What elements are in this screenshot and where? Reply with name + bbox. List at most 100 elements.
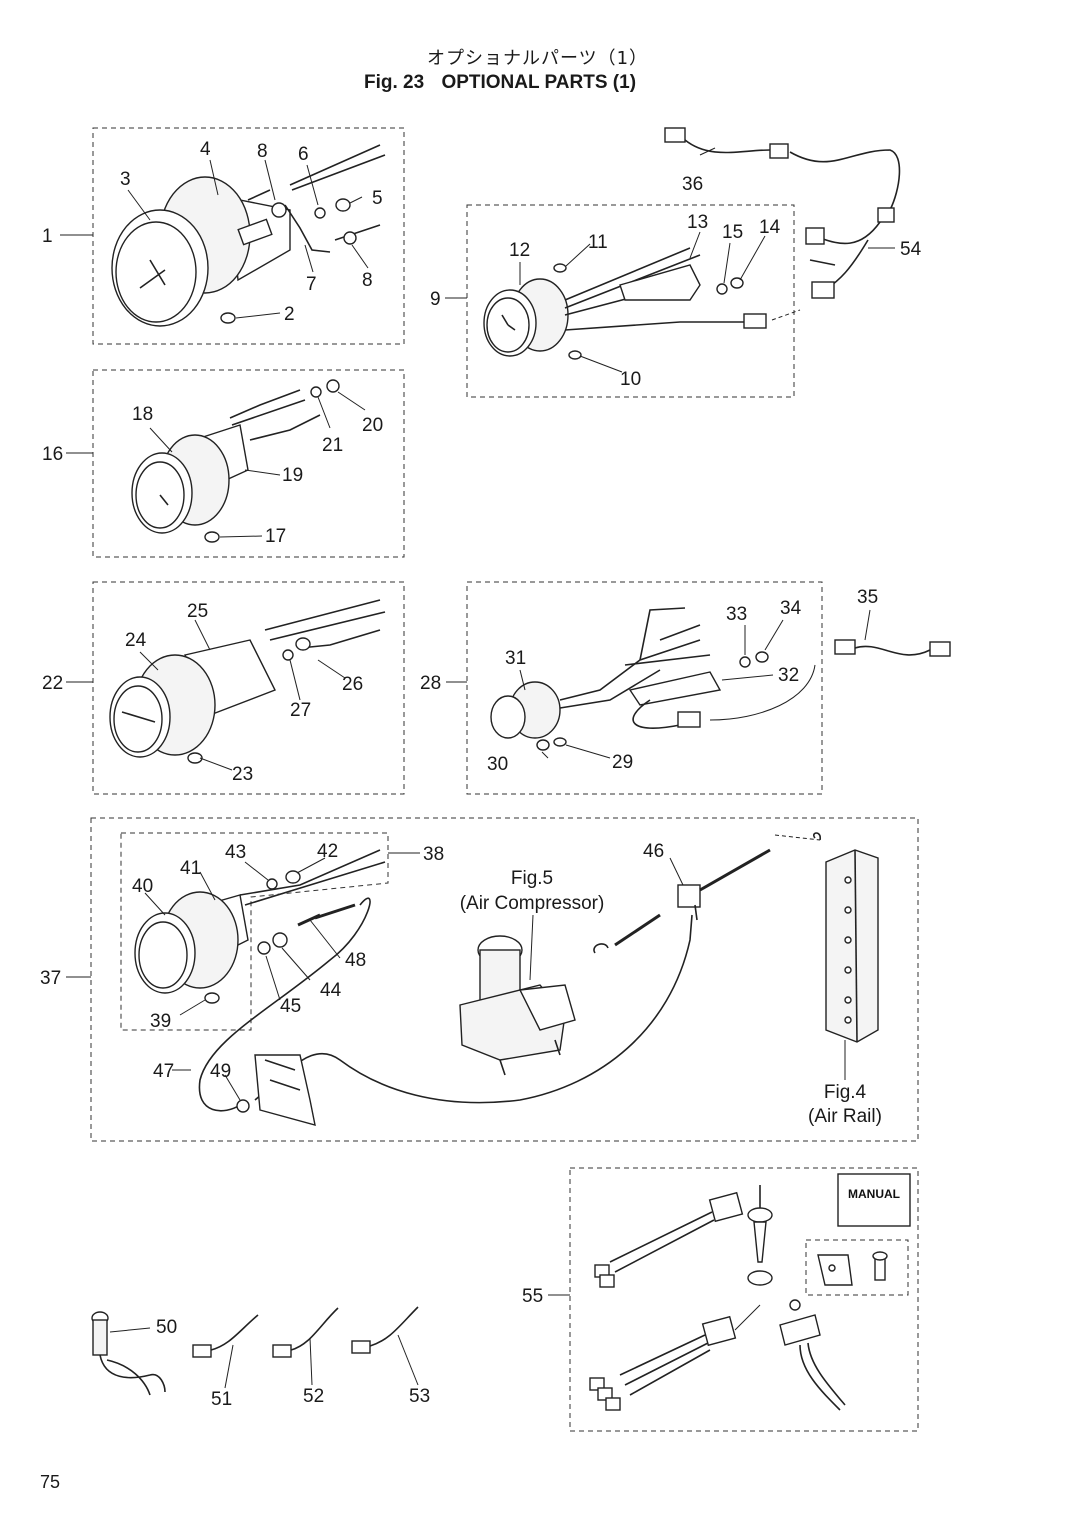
group-9-clock-assembly: 9 10 11 12 13 14 15 36 54 (430, 127, 922, 398)
callout-31: 31 (505, 648, 526, 669)
callout-27: 27 (290, 700, 311, 721)
group-16-frame (92, 369, 405, 558)
callout-1: 1 (42, 226, 53, 247)
callout-15: 15 (722, 222, 743, 243)
group-55-frame (569, 1167, 919, 1432)
loose-parts-50-53: 50 51 52 53 (91, 1306, 430, 1410)
callout-51: 51 (211, 1389, 232, 1410)
group-28-gauge-assembly: 28 29 30 31 32 33 34 35 (420, 581, 951, 795)
callout-46: 46 (643, 841, 664, 862)
harness-52-drawing (272, 1307, 339, 1386)
group-55-harness-kit: MANUAL 55 (522, 1167, 919, 1432)
callout-28: 28 (420, 673, 441, 694)
fig4-reference-caption: (Air Rail) (808, 1106, 882, 1127)
group-22-gauge-assembly: 22 23 24 25 26 27 (42, 581, 405, 795)
callout-36: 36 (682, 174, 703, 195)
callout-17: 17 (265, 526, 286, 547)
callout-2: 2 (284, 304, 295, 325)
callout-53: 53 (409, 1386, 430, 1407)
callout-44: 44 (320, 980, 342, 1001)
callout-16: 16 (42, 444, 63, 465)
callout-45: 45 (280, 996, 301, 1017)
gauge-drawing (111, 144, 386, 327)
callout-10: 10 (620, 369, 641, 390)
callout-43: 43 (225, 842, 246, 863)
callout-47: 47 (153, 1061, 174, 1082)
callout-55: 55 (522, 1286, 543, 1307)
page-title: Fig. 23 OPTIONAL PARTS (1) (0, 72, 1000, 94)
page-title-japanese: オプショナルパーツ（1） (426, 48, 649, 69)
figure-title: OPTIONAL PARTS (1) (441, 72, 637, 93)
callout-25: 25 (187, 601, 208, 622)
callout-18: 18 (132, 404, 153, 425)
gauge-16-drawing (131, 379, 340, 543)
callout-9: 9 (430, 289, 441, 310)
callout-3: 3 (120, 169, 131, 190)
callout-34: 34 (780, 598, 802, 619)
callout-5: 5 (372, 188, 383, 209)
callout-29: 29 (612, 752, 633, 773)
harness-36-54 (664, 127, 901, 299)
gauge-28-drawing (490, 607, 769, 751)
page-number: 75 (40, 1472, 61, 1492)
callout-21: 21 (322, 435, 343, 456)
manual-booklet (837, 1173, 911, 1227)
callout-52: 52 (303, 1386, 324, 1407)
group-1-gauge-assembly: 1 2 3 4 5 6 7 8 8 (42, 127, 405, 345)
fig4-reference: Fig.4 (824, 1082, 867, 1103)
compressor-drawing (459, 935, 576, 1076)
callout-6: 6 (298, 144, 309, 165)
harness-lower-drawing (589, 1299, 846, 1411)
harness-35 (709, 639, 951, 721)
harness-upper-drawing (594, 1185, 773, 1288)
callout-50: 50 (156, 1317, 177, 1338)
harness-53-drawing (351, 1306, 419, 1386)
group-9-frame (466, 204, 795, 398)
callout-39: 39 (150, 1011, 171, 1032)
bracket-drawing (817, 1251, 888, 1286)
manual-label: MANUAL (848, 1187, 900, 1201)
callout-20: 20 (362, 415, 383, 436)
group-22-frame (92, 581, 405, 795)
figure-number: Fig. 23 (363, 72, 425, 93)
harness-51-drawing (192, 1314, 259, 1389)
callout-37: 37 (40, 968, 61, 989)
callout-11: 11 (588, 232, 608, 253)
callout-7: 7 (306, 274, 317, 295)
callout-35: 35 (857, 587, 878, 608)
fig5-reference-caption: (Air Compressor) (460, 893, 605, 914)
group-38-frame (120, 832, 389, 1031)
callout-23: 23 (232, 764, 253, 785)
callout-8-bottom: 8 (362, 270, 373, 291)
group-1-frame (92, 127, 405, 345)
callout-26: 26 (342, 674, 363, 695)
clock-drawing (483, 247, 801, 360)
air-tube-47 (198, 897, 693, 1113)
callout-42: 42 (317, 841, 338, 862)
callout-8-top: 8 (257, 141, 268, 162)
group-28-frame (466, 581, 823, 795)
tee-fitting-46 (593, 848, 771, 954)
callout-38: 38 (423, 844, 444, 865)
callout-49: 49 (210, 1061, 231, 1082)
callout-4: 4 (200, 139, 211, 160)
callout-19: 19 (282, 465, 303, 486)
callout-54: 54 (900, 239, 922, 260)
callout-41: 41 (180, 858, 201, 879)
gauge-22-drawing (109, 599, 386, 764)
callout-48: 48 (345, 950, 366, 971)
fig5-reference: Fig.5 (511, 868, 553, 889)
group-16-gauge-assembly: 16 17 18 19 20 21 (42, 369, 405, 558)
callout-24: 24 (125, 630, 147, 651)
group-37-air-gauge-kit: 37 38 39 40 41 42 43 44 45 46 47 48 49 F… (40, 817, 919, 1142)
bracket-subframe (805, 1239, 909, 1296)
switch-50-drawing (91, 1311, 166, 1396)
fitting-49-drawing (254, 1054, 316, 1126)
gauge-40-drawing (134, 849, 386, 1004)
callout-30: 30 (487, 754, 508, 775)
callout-14: 14 (759, 217, 781, 238)
callout-32: 32 (778, 665, 799, 686)
callout-12: 12 (509, 240, 530, 261)
callout-40: 40 (132, 876, 153, 897)
